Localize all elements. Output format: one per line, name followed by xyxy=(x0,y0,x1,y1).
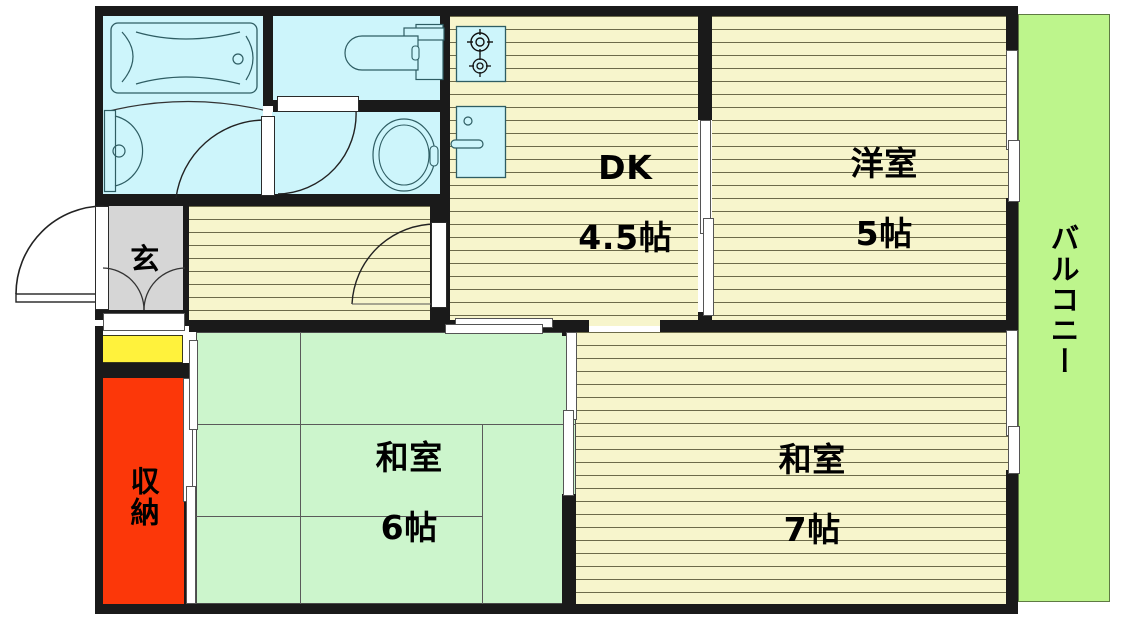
exterior-wall-bottom xyxy=(95,604,1015,614)
tatami-seam xyxy=(300,516,482,517)
window-washitsu6-left[interactable] xyxy=(189,340,198,430)
sliding-door-dk-yoshitsu-panel-1[interactable] xyxy=(700,120,711,234)
dk-corridor-floor xyxy=(188,206,450,326)
tatami-seam xyxy=(300,332,301,424)
gas-stove-icon xyxy=(455,25,507,83)
storage-door-panel-2[interactable] xyxy=(186,486,196,604)
tatami-seam xyxy=(196,516,300,517)
entrance-door-leaf[interactable] xyxy=(95,206,109,310)
balcony-window-washitsu7-panel-1[interactable] xyxy=(1006,330,1018,436)
tatami-seam xyxy=(482,424,576,425)
washitsu7-floor xyxy=(576,332,1008,604)
wall-storage-top xyxy=(95,363,189,378)
dk-door-leaf[interactable] xyxy=(431,222,447,308)
wall-wetzone-right xyxy=(440,6,450,206)
bath-partition-icon xyxy=(104,100,264,113)
sliding-door-washitsu-panel-2[interactable] xyxy=(563,410,574,496)
exterior-wall-left-lower xyxy=(95,326,103,614)
balcony-window-yoshitsu-panel-2[interactable] xyxy=(1008,140,1020,202)
wall-corridor-bottom-right xyxy=(660,320,1016,332)
washbasin-icon xyxy=(103,109,144,193)
exterior-wall-right-seg2 xyxy=(1006,198,1018,332)
shoe-cabinet xyxy=(102,335,183,363)
dk-door-swing-icon xyxy=(351,223,437,305)
toilet-lower-icon xyxy=(372,118,439,192)
exterior-wall-right-seg3 xyxy=(1006,470,1018,614)
balcony-floor xyxy=(1018,14,1110,602)
wall-dk-yoshitsu-lower xyxy=(698,312,712,332)
wall-balcony-edge-top xyxy=(1006,6,1018,52)
wall-dk-yoshitsu xyxy=(698,6,712,120)
exterior-wall-top xyxy=(95,6,1015,16)
bathroom-door-swing-icon xyxy=(175,119,265,199)
exterior-wall-left xyxy=(95,6,103,206)
wall-genkan-right xyxy=(183,206,189,326)
wall-washitsu-divider-bottom xyxy=(562,494,576,612)
storage-closet xyxy=(103,378,184,604)
yoshitsu-floor xyxy=(712,16,1008,326)
bathroom-door-leaf[interactable] xyxy=(261,116,275,196)
genkan-threshold xyxy=(103,313,185,331)
genkan-step-icon xyxy=(102,267,186,311)
washitsu6-floor xyxy=(196,332,576,604)
wall-wetzone-bottom xyxy=(103,194,450,206)
toilet-upper-icon xyxy=(344,23,445,81)
sliding-door-dk-yoshitsu-panel-2[interactable] xyxy=(703,218,714,316)
bathtub-icon xyxy=(110,22,258,94)
tatami-seam xyxy=(300,424,301,604)
sliding-door-washitsu-panel-1[interactable] xyxy=(566,332,577,420)
toilet-door-swing-icon xyxy=(277,109,357,195)
tatami-seam xyxy=(482,424,483,604)
wall-bath-right xyxy=(263,6,273,106)
toilet-door-leaf[interactable] xyxy=(277,96,359,112)
sliding-door-washitsu6-panel-2[interactable] xyxy=(445,324,543,334)
genkan-floor xyxy=(103,206,188,326)
tatami-seam xyxy=(300,424,482,425)
balcony-window-washitsu7-panel-2[interactable] xyxy=(1008,426,1020,474)
tatami-seam xyxy=(196,424,300,425)
balcony-window-yoshitsu-panel-1[interactable] xyxy=(1006,50,1018,150)
kitchen-sink-icon xyxy=(450,105,507,179)
